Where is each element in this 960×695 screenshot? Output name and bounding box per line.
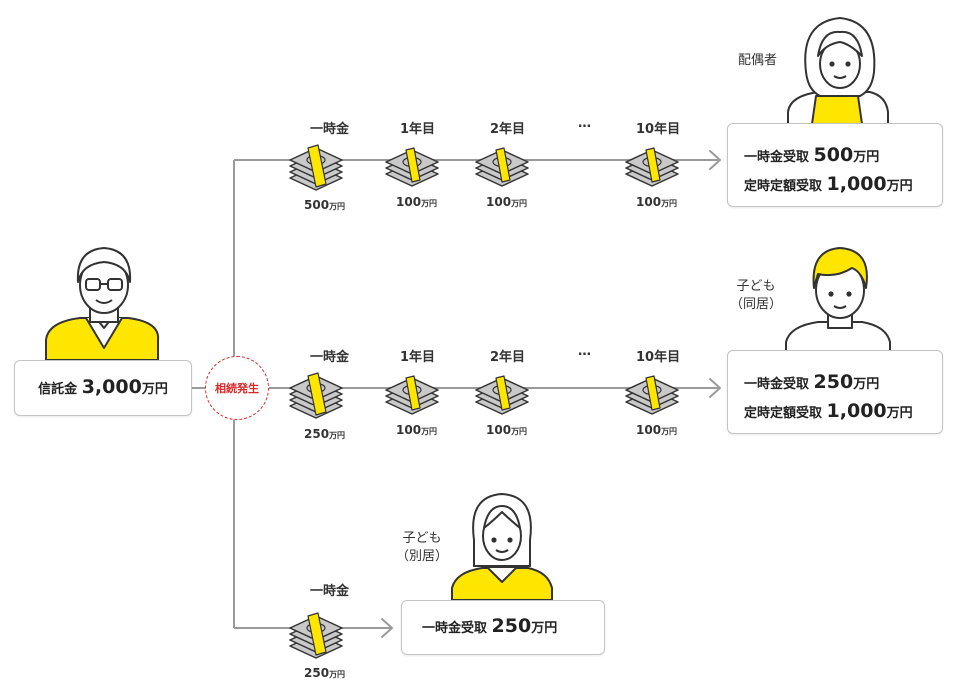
money-stack-lump-child-separate [290, 613, 342, 658]
child-cohabiting-name-text: 子ども [736, 279, 776, 294]
child-separate-result-box: 一時金受取 250万円 [401, 600, 605, 655]
money-stack-year1-child-cohabiting [386, 376, 438, 414]
ellipsis-child-cohabiting: … [578, 344, 591, 359]
year1-label-child-cohabiting: 1年目 [400, 350, 436, 365]
year2-label-spouse: 2年目 [490, 122, 526, 137]
settlor-box: 信託金 3,000万円 [14, 360, 192, 416]
arrow-child-cohabiting [709, 378, 721, 398]
arrow-child-separate [381, 618, 393, 638]
child-cohabiting-name: 子ども （同居） [730, 278, 782, 314]
arrow-heads [381, 150, 721, 638]
money-stack-lump-child-cohabiting [290, 373, 342, 418]
inheritance-trigger-badge: 相続発生 [205, 356, 269, 420]
settlor-unit: 万円 [141, 381, 168, 397]
year1-amount-spouse: 100万円 [396, 195, 438, 209]
child-separate-person-icon [451, 493, 553, 601]
spouse-person-icon [787, 17, 889, 125]
money-stack-lump-spouse [290, 145, 342, 190]
settlor-person-icon [45, 247, 160, 361]
money-stack-year2-spouse [476, 148, 528, 186]
lump-label-child-separate: 一時金 [310, 584, 350, 599]
lump-label-child-cohabiting: 一時金 [310, 350, 350, 365]
settlor-box-label: 信託金 [38, 381, 78, 397]
lump-amount-child-cohabiting: 250万円 [304, 427, 346, 441]
spouse-name: 配偶者 [738, 53, 778, 68]
year2-label-child-cohabiting: 2年目 [490, 350, 526, 365]
child-separate-name: 子ども （別居） [396, 530, 448, 566]
lump-amount-spouse: 500万円 [304, 198, 346, 212]
year10-amount-child-cohabiting: 100万円 [636, 423, 678, 437]
year10-label-child-cohabiting: 10年目 [636, 350, 681, 365]
year10-label-spouse: 10年目 [636, 122, 681, 137]
money-stack-year2-child-cohabiting [476, 376, 528, 414]
money-stack-year10-child-cohabiting [626, 376, 678, 414]
money-stack-year10-spouse [626, 148, 678, 186]
settlor-amount: 3,000 [81, 375, 142, 398]
year1-label-spouse: 1年目 [400, 122, 436, 137]
lump-amount-child-separate: 250万円 [304, 666, 346, 680]
spouse-result-box: 一時金受取 500万円 定時定額受取 1,000万円 [727, 123, 943, 207]
child-cohabiting-result-box: 一時金受取 250万円 定時定額受取 1,000万円 [727, 350, 943, 434]
lump-label-spouse: 一時金 [310, 122, 350, 137]
child-cohabiting-sub: （同居） [730, 297, 783, 312]
year1-amount-child-cohabiting: 100万円 [396, 423, 438, 437]
year2-amount-spouse: 100万円 [486, 195, 528, 209]
child-separate-sub: （別居） [396, 549, 449, 564]
ellipsis-spouse: … [578, 116, 591, 131]
child-cohabiting-person-icon [785, 247, 891, 353]
year10-amount-spouse: 100万円 [636, 195, 678, 209]
year2-amount-child-cohabiting: 100万円 [486, 423, 528, 437]
child-separate-name-text: 子ども [402, 531, 442, 546]
money-stack-year1-spouse [386, 148, 438, 186]
arrow-spouse [709, 150, 721, 170]
